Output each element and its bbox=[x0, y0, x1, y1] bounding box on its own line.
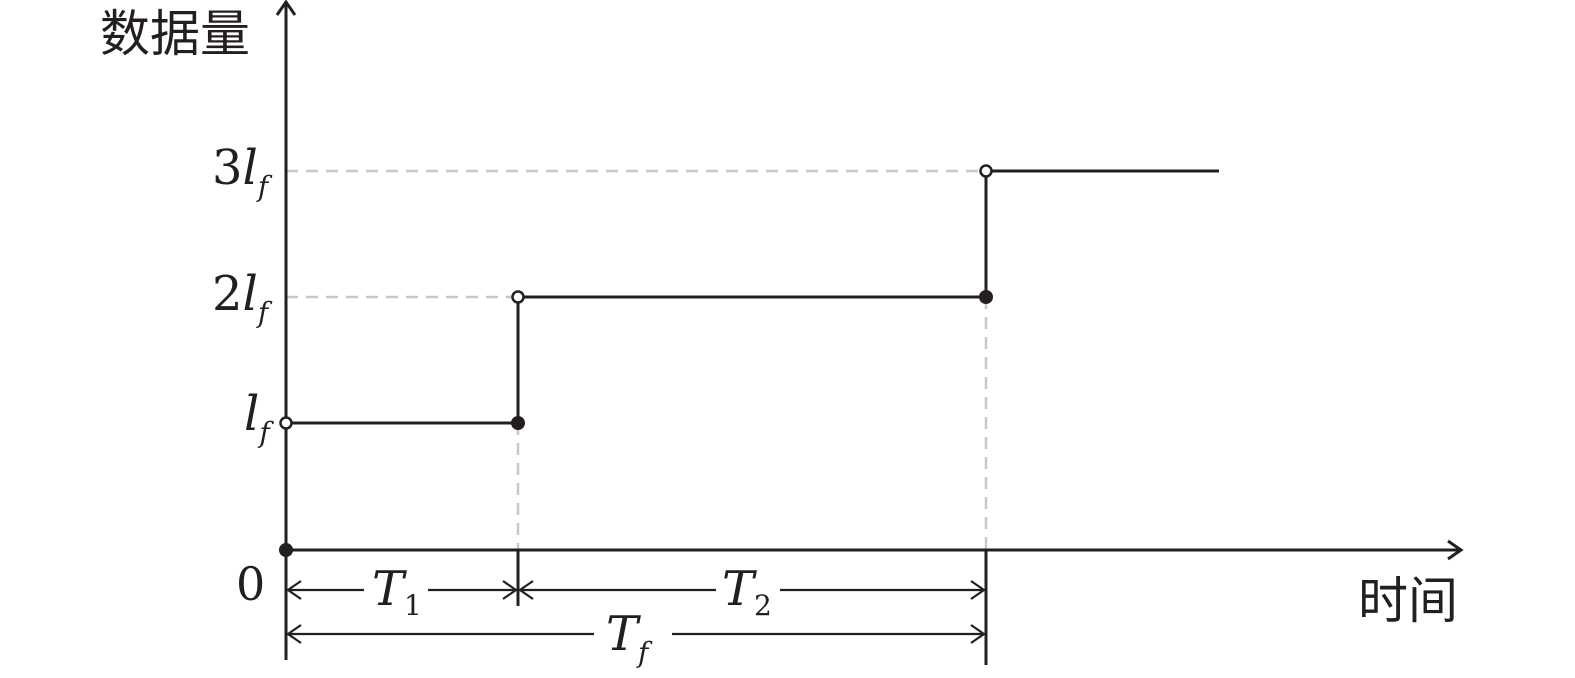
x-axis-arrow bbox=[1447, 539, 1464, 561]
filled-dot-2lf-end bbox=[979, 290, 993, 304]
points bbox=[279, 164, 993, 557]
open-dot-2lf-start bbox=[511, 290, 525, 304]
tf-arrow-left bbox=[286, 624, 302, 644]
interval-subscript: f bbox=[636, 636, 653, 669]
interval-symbol: T bbox=[722, 561, 757, 617]
level-symbol: l bbox=[243, 140, 258, 196]
level-symbol: l bbox=[244, 386, 259, 442]
interval-symbol: T bbox=[372, 561, 407, 617]
interval-label-tf: Tf bbox=[606, 606, 653, 669]
step-function bbox=[286, 169, 1219, 425]
level-coef: 3 bbox=[212, 140, 243, 196]
level-coef: 2 bbox=[212, 266, 243, 322]
y-axis-arrow bbox=[275, 0, 297, 16]
level-subscript: f bbox=[256, 170, 273, 203]
guide-lines bbox=[286, 169, 988, 550]
filled-dot-lf-end bbox=[511, 416, 525, 430]
origin-dot bbox=[279, 543, 293, 557]
level-label-3lf: 3lf bbox=[212, 140, 273, 203]
open-dot-lf-start bbox=[279, 416, 293, 430]
level-label-lf: lf bbox=[244, 386, 274, 449]
t1-arrow-left bbox=[286, 580, 302, 600]
t1-arrow-right bbox=[502, 580, 518, 600]
y-axis-label: 数据量 bbox=[100, 5, 250, 63]
dimension-lines bbox=[286, 550, 988, 665]
x-axis-label: 时间 bbox=[1358, 572, 1458, 630]
axes bbox=[275, 0, 1464, 660]
tf-arrow-right bbox=[970, 624, 986, 644]
t2-arrow-left bbox=[518, 580, 534, 600]
t2-arrow-right bbox=[970, 580, 986, 600]
level-subscript: f bbox=[256, 296, 273, 329]
open-dot-3lf-start bbox=[979, 164, 993, 178]
level-label-2lf: 2lf bbox=[212, 266, 273, 329]
interval-label-t1: T1 bbox=[372, 561, 422, 622]
origin-label: 0 bbox=[236, 557, 265, 611]
interval-subscript: 2 bbox=[754, 589, 772, 622]
interval-label-t2: T2 bbox=[722, 561, 772, 622]
level-symbol: l bbox=[243, 266, 258, 322]
level-subscript: f bbox=[257, 416, 274, 449]
interval-subscript: 1 bbox=[404, 589, 422, 622]
interval-symbol: T bbox=[606, 606, 641, 662]
